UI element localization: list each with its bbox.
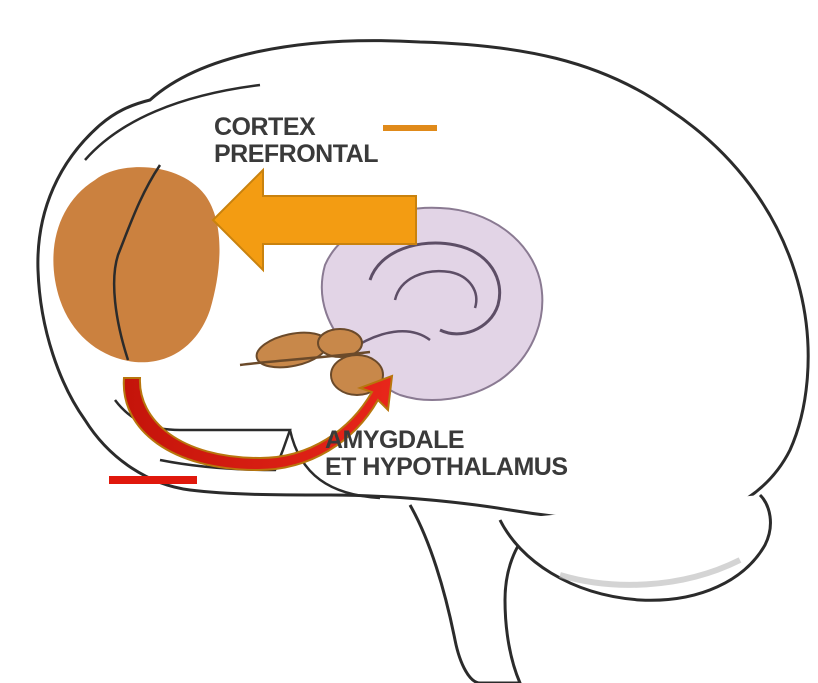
prefrontal-cortex-label-line1: CORTEX bbox=[214, 114, 378, 141]
amygdala-hypothalamus-label: AMYGDALE ET HYPOTHALAMUS bbox=[325, 427, 568, 481]
orange-legend-dash bbox=[383, 125, 437, 131]
amygdala-label-line2: ET HYPOTHALAMUS bbox=[325, 454, 568, 481]
prefrontal-cortex-label: CORTEX PREFRONTAL bbox=[214, 114, 378, 168]
amygdala-label-line1: AMYGDALE bbox=[325, 427, 568, 454]
prefrontal-cortex-label-line2: PREFRONTAL bbox=[214, 141, 378, 168]
red-legend-dash bbox=[109, 476, 197, 484]
